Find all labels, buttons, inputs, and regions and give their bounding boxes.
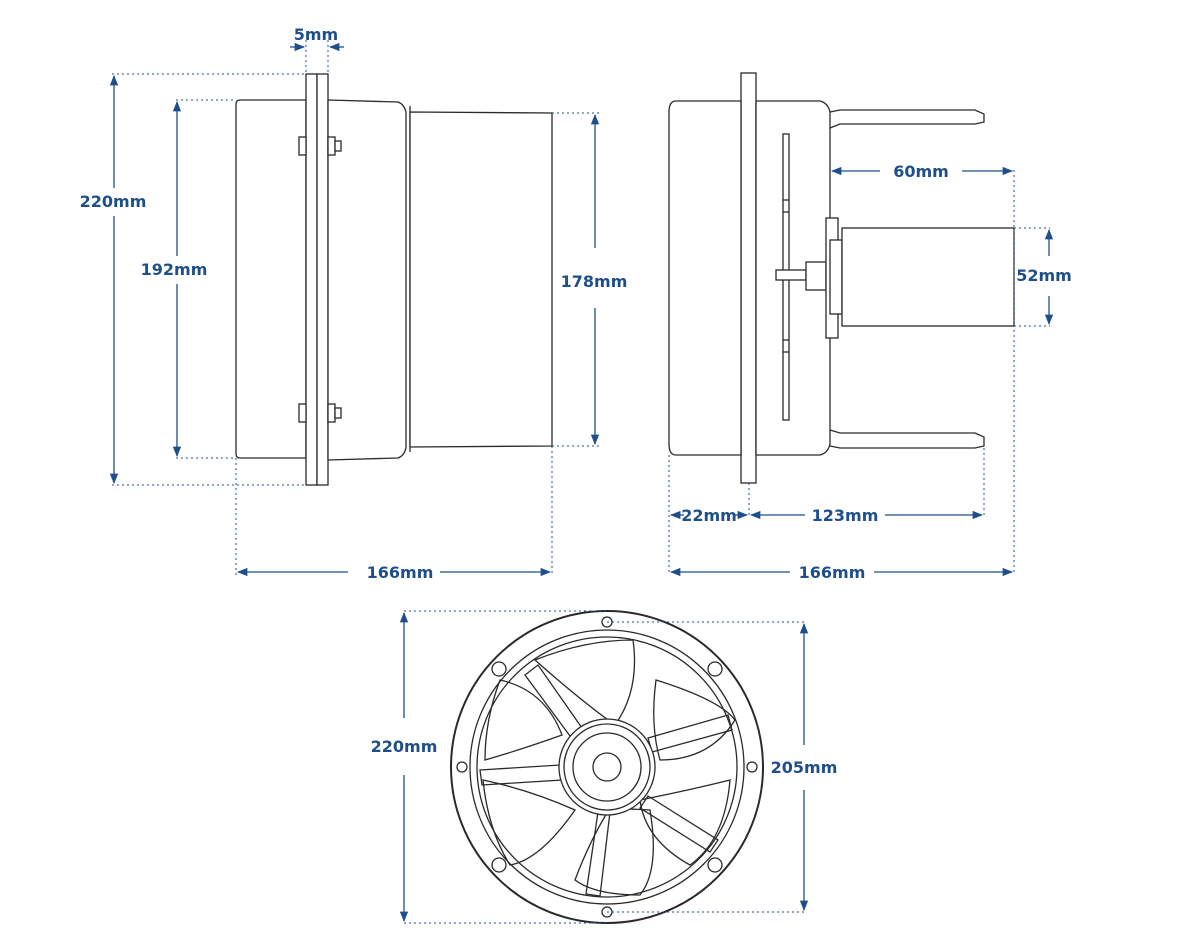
- side-front-body: [327, 99, 407, 461]
- section-overall-length-label: 166mm: [799, 563, 866, 582]
- side-rear-body: [235, 99, 307, 459]
- section-motor-length-label: 60mm: [893, 162, 949, 181]
- side-view: 5mm 220mm 192mm 178mm 166mm: [80, 25, 628, 582]
- section-rear-length-label: 123mm: [812, 506, 879, 525]
- front-shaft: [592, 752, 622, 782]
- side-flange-thickness-label: 5mm: [294, 25, 338, 44]
- side-flange-plate-inner: [316, 73, 329, 486]
- section-flange: [740, 72, 757, 484]
- side-flange-plate: [305, 73, 318, 486]
- section-view: 60mm 52mm 22mm 123mm 166mm: [668, 72, 1072, 582]
- side-overall-height-label: 220mm: [80, 192, 147, 211]
- side-bolts: [298, 136, 342, 423]
- front-hole-spacing-label: 205mm: [771, 758, 838, 777]
- side-tube: [409, 111, 553, 448]
- side-body-height-label: 192mm: [141, 260, 208, 279]
- side-overall-length-label: 166mm: [367, 563, 434, 582]
- section-motor-diameter-label: 52mm: [1016, 266, 1072, 285]
- front-mounting-holes: [456, 616, 758, 918]
- section-tail-upper: [829, 109, 985, 129]
- front-flange-ring: [450, 610, 764, 924]
- section-motor: [841, 227, 1015, 327]
- section-tail-lower: [829, 429, 985, 449]
- front-outer-diameter-label: 220mm: [371, 737, 438, 756]
- side-tube-height-label: 178mm: [561, 272, 628, 291]
- section-housing: [668, 100, 742, 456]
- front-view: 220mm 205mm: [371, 610, 838, 924]
- section-front-depth-label: 22mm: [681, 506, 737, 525]
